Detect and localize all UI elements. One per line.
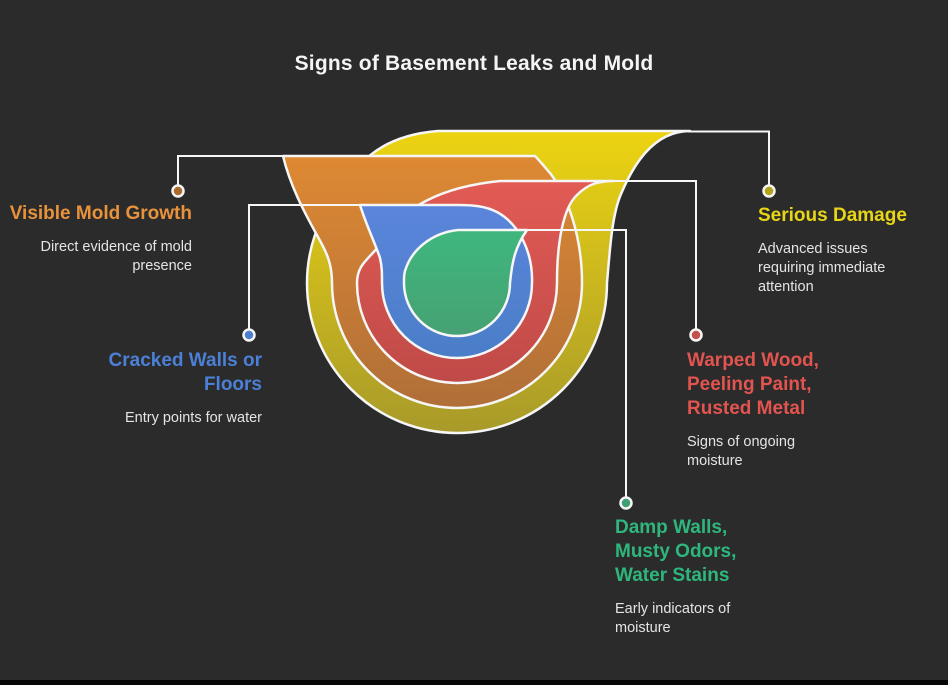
item-description: Early indicators of moisture [615,601,731,637]
layer-damp-walls [402,228,529,338]
connector-damp-walls [524,229,627,503]
item-label: Cracked Walls or Floors [108,350,262,396]
item-description: Entry points for water [125,410,262,427]
item-label: Serious Damage [758,205,907,226]
item-warped-wood-peeling-paint-rusted-metal: Warped Wood, Peeling Paint, Rusted Metal… [687,349,842,471]
item-label: Damp Walls, Musty Odors, Water Stains [615,517,737,587]
item-label: Warped Wood, Peeling Paint, Rusted Metal [687,350,819,420]
connector-serious-damage [688,130,770,191]
item-description: Signs of ongoing moisture [687,434,796,470]
connector-cracked-walls [248,204,366,335]
item-description: Direct evidence of mold presence [40,239,192,274]
connector-dot-damp-walls [619,496,633,510]
item-visible-mold-growth: Visible Mold Growth Direct evidence of m… [7,202,192,276]
connector-warped-wood [612,180,697,335]
item-damp-walls-musty-odors-water-stains: Damp Walls, Musty Odors, Water Stains Ea… [615,516,775,638]
connector-dot-cracked-walls [242,328,256,342]
connector-dot-warped-wood [689,328,703,342]
connector-dot-serious-damage [762,184,776,198]
item-serious-damage: Serious Damage Advanced issues requiring… [758,204,908,297]
connector-dot-visible-mold-growth [171,184,185,198]
connector-visible-mold-growth [177,155,288,191]
item-cracked-walls-or-floors: Cracked Walls or Floors Entry points for… [62,349,262,428]
page-title: Signs of Basement Leaks and Mold [294,52,654,75]
item-label: Visible Mold Growth [9,203,192,224]
item-description: Advanced issues requiring immediate atte… [758,241,886,295]
bottom-edge-bar [0,680,948,685]
